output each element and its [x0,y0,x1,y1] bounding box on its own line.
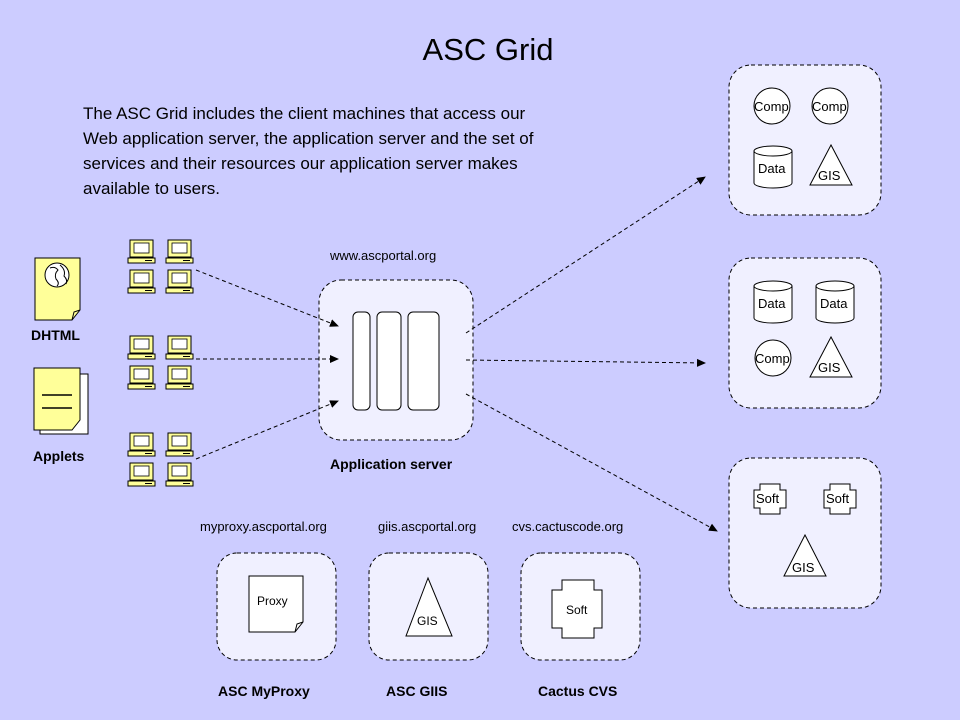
comp-label-3: Comp [755,351,790,366]
comp-node-3 [754,339,792,377]
gis-label-2: GIS [818,360,841,375]
gis-triangle-2 [809,335,853,378]
gis-triangle-1 [809,143,853,186]
data-label-1: Data [758,161,786,176]
data-cylinder-2 [753,280,793,324]
gis-label-3: GIS [792,560,815,575]
cvs-name: Cactus CVS [538,683,618,699]
gis-icon-label: GIS [417,614,438,628]
application-server-box [318,279,474,441]
comp-label-2: Comp [812,99,847,114]
applets-document-icon [33,367,89,435]
giis-name: ASC GIIS [386,683,448,699]
resource-group-1-box [728,64,882,216]
description-text: The ASC Grid includes the client machine… [83,104,534,198]
dhtml-document-icon [34,257,81,321]
data-label-2: Data [758,296,786,311]
app-server-label: Application server [330,456,453,472]
comp-node-2 [811,87,849,125]
dhtml-label: DHTML [31,327,80,343]
proxy-document-icon [248,575,304,633]
gis-label-1: GIS [818,168,841,183]
soft-icon-label: Soft [566,603,588,617]
soft-label-2: Soft [826,491,850,506]
comp-node-1 [753,87,791,125]
comp-label-1: Comp [754,99,789,114]
data-label-3: Data [820,296,848,311]
data-cylinder-3 [815,280,855,324]
soft-label-1: Soft [756,491,780,506]
client-arrows [195,269,339,460]
myproxy-name: ASC MyProxy [218,683,310,699]
resource-arrows [465,176,718,532]
applets-label: Applets [33,448,85,464]
giis-triangle-icon [405,576,453,637]
client-computers-group-3 [128,433,193,486]
data-cylinder-1 [753,145,793,189]
app-server-url: www.ascportal.org [330,248,437,263]
soft-cross-1 [753,483,787,515]
resource-group-3-box [728,457,882,609]
myproxy-url: myproxy.ascportal.org [200,519,327,534]
client-computers-group-1 [128,240,193,293]
soft-cross-2 [823,483,857,515]
client-computers-group-2 [128,336,193,389]
resource-group-2-box [728,257,882,409]
page-title: ASC Grid [422,32,554,67]
cvs-url: cvs.cactuscode.org [512,519,624,534]
giis-url: giis.ascportal.org [378,519,477,534]
cvs-soft-cross-icon [551,579,603,639]
gis-triangle-3 [783,533,827,577]
proxy-icon-label: Proxy [257,594,288,608]
